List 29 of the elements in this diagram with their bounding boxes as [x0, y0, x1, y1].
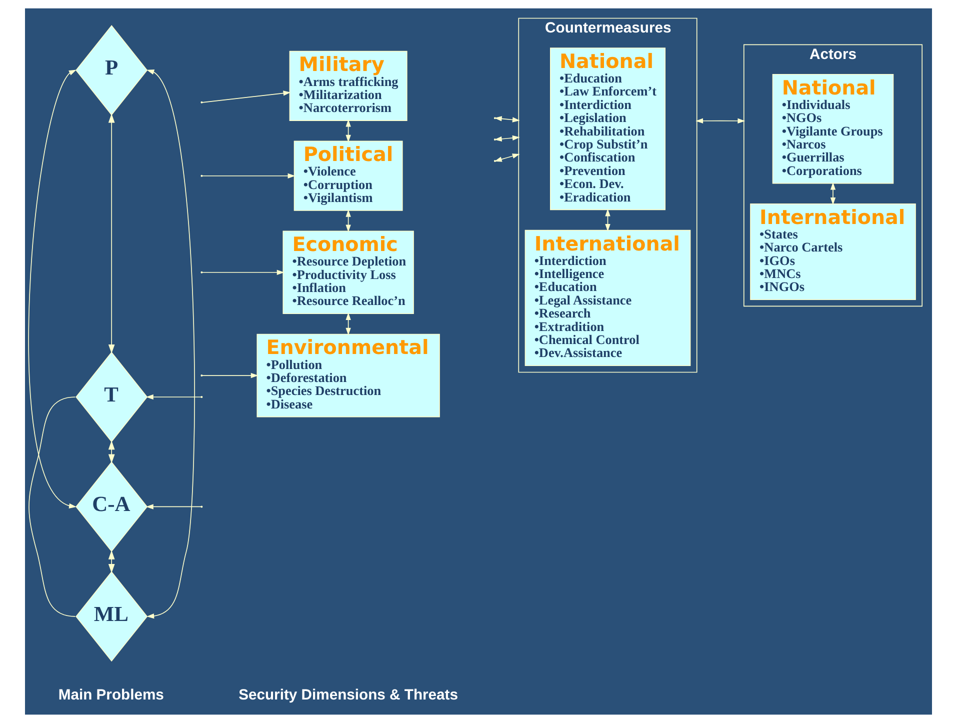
node-box: Political •Violence •Corruption •Vigilantism: [293, 140, 402, 211]
label: Main Problems: [58, 687, 164, 704]
arrow: [146, 70, 194, 619]
node-diamond: P: [75, 25, 148, 116]
node-box: Economic •Resource Depletion •Productivity Loss •Inflation •Resource Realloc’n: [282, 230, 414, 314]
node-box: International •Interdiction •Intelligence •Education •Legal Assistance •Research •Extradition •Chemical Control •Dev.Assistance: [524, 230, 690, 366]
arrow: [145, 504, 201, 510]
label: Security Dimensions & Threats: [238, 687, 458, 704]
arrow: [201, 270, 284, 275]
node-box: International •States •Narco Cartels •IGOs •MNCs •INGOs: [750, 204, 916, 300]
node-box: National •Individuals •NGOs •Vigilante Groups •Narcos •Guerrillas •Corporations: [772, 74, 894, 184]
arrow: [830, 182, 836, 205]
node-box: Military •Arms trafficking •Militarization •Narcoterrorism: [288, 50, 407, 121]
arrow: [108, 440, 114, 464]
arrow: [108, 550, 114, 574]
node-box: Environmental •Pollution •Deforestation •Species Destruction •Disease: [256, 334, 440, 418]
arrow: [201, 372, 258, 378]
arrow: [28, 70, 76, 508]
arrow: [494, 116, 520, 122]
node-diamond: T: [75, 352, 148, 442]
arrow: [201, 90, 290, 103]
node-box: National •Education •Law Enforcem’t •Interdiction •Legislation •Rehabilitation •Crop Substit’n •Confiscation •Prevention •Econ. Dev. •Eradication: [550, 48, 665, 210]
arrow: [695, 118, 745, 124]
arrow: [201, 173, 295, 178]
arrow: [145, 394, 201, 400]
arrow: [108, 114, 114, 354]
node-diamond: ML: [75, 571, 148, 662]
node-diamond: C-A: [75, 462, 148, 552]
connector: [28, 396, 76, 617]
